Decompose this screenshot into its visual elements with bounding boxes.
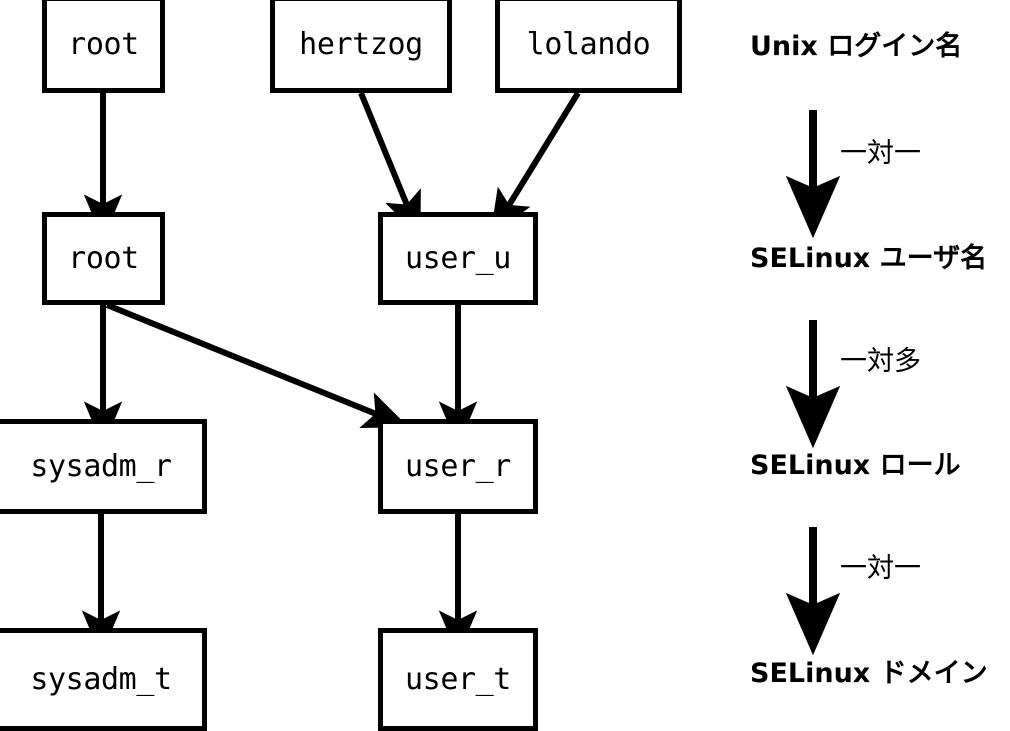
node-seuser-root: root — [42, 212, 165, 305]
legend-unix-login: Unix ログイン名 — [750, 31, 963, 62]
node-login-hertzog: hertzog — [270, 0, 452, 93]
node-label: user_r — [405, 448, 511, 484]
edge-hertzog-to-user_u — [358, 91, 421, 238]
node-label: root — [68, 26, 139, 62]
node-label: lolando — [526, 26, 651, 62]
node-label: user_u — [405, 240, 511, 276]
node-label: sysadm_t — [30, 661, 172, 697]
legend-selinux-role: SELinux ロール — [750, 450, 961, 481]
node-label: user_t — [405, 661, 511, 697]
edge-root-to-user_r — [105, 302, 409, 428]
legend-relation-2-label: 一対多 — [840, 346, 921, 377]
node-domain-sysadm_t: sysadm_t — [0, 628, 207, 731]
legend-relation-3-label: 一対一 — [840, 553, 921, 584]
node-seuser-user_u: user_u — [378, 212, 538, 305]
legend-selinux-user: SELinux ユーザ名 — [750, 243, 988, 274]
node-role-user_r: user_r — [378, 419, 538, 514]
node-label: hertzog — [299, 26, 423, 62]
legend-selinux-domain: SELinux ドメイン — [750, 658, 988, 689]
legend-relation-1-label: 一対一 — [840, 138, 921, 169]
node-login-root: root — [42, 0, 165, 93]
node-label: root — [68, 240, 139, 276]
node-label: sysadm_r — [30, 448, 172, 484]
node-login-lolando: lolando — [495, 0, 682, 93]
node-domain-user_t: user_t — [378, 628, 538, 731]
node-role-sysadm_r: sysadm_r — [0, 419, 207, 514]
edge-lolando-to-user_u — [490, 91, 581, 236]
